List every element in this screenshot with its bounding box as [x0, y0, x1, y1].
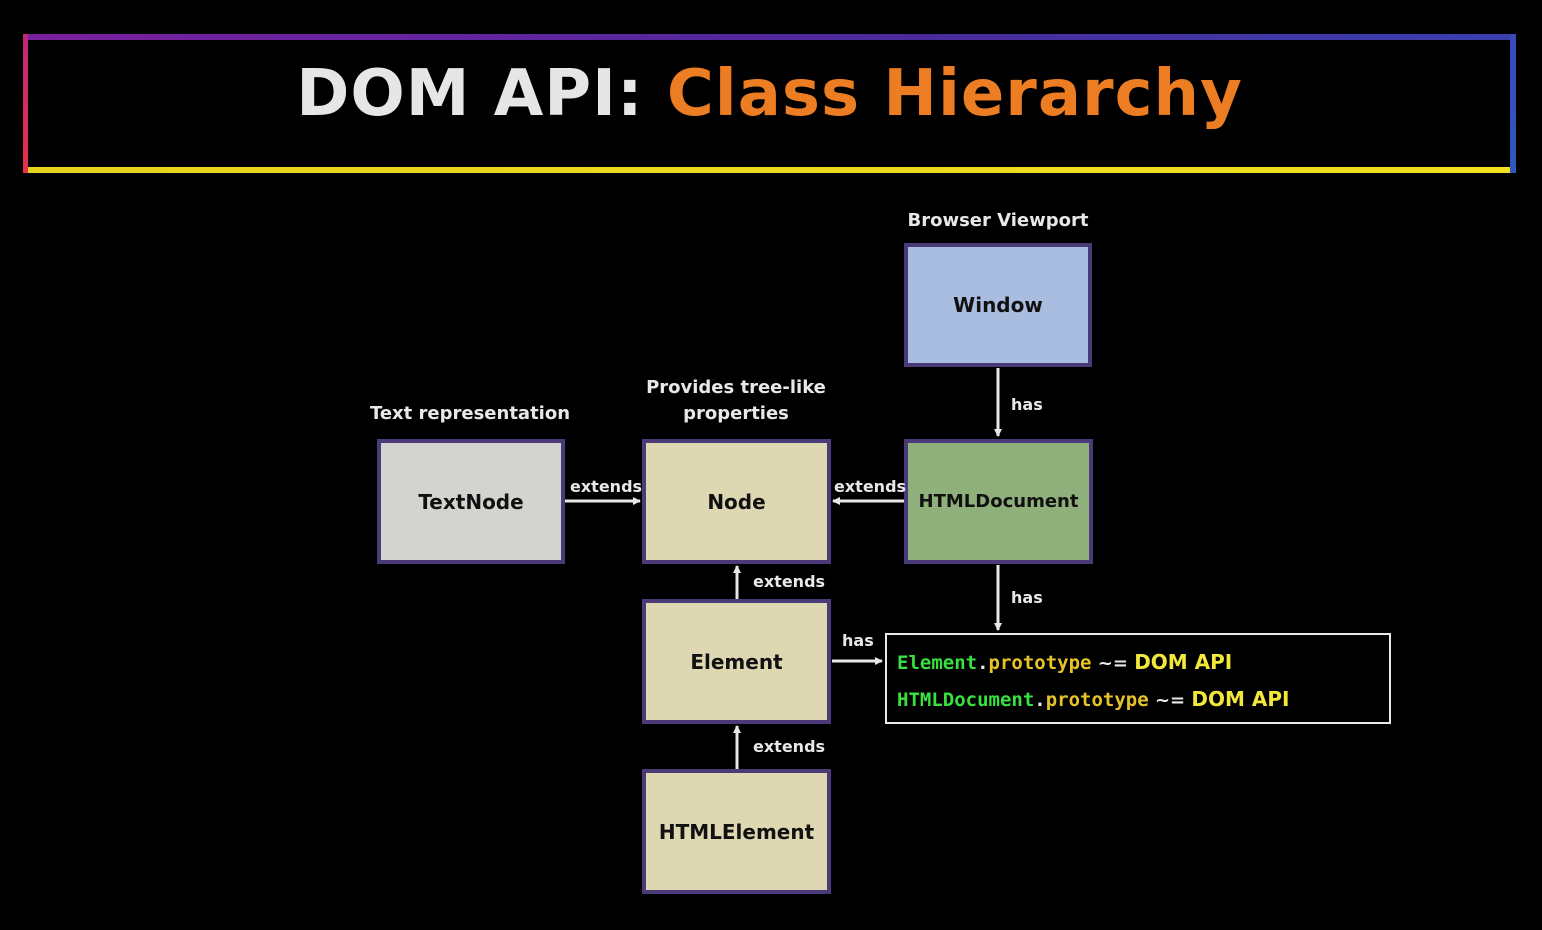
code-object-htmldocument: HTMLDocument: [897, 689, 1035, 711]
code-dot: .: [977, 652, 989, 674]
code-dot: .: [1034, 689, 1046, 711]
code-value-dom-api: DOM API: [1191, 687, 1290, 711]
textnode-box: TextNode: [377, 439, 565, 564]
textnode-caption: Text representation: [369, 403, 571, 424]
edge-label-textnode-node: extends: [570, 477, 643, 496]
edge-label-htmldocument-node: extends: [834, 477, 907, 496]
edge-label-window-htmldocument: has: [1011, 395, 1043, 414]
code-operator: ~=: [1148, 690, 1192, 711]
title-prefix: DOM API:: [296, 57, 644, 131]
code-prop-prototype: prototype: [988, 652, 1092, 674]
code-object-element: Element: [897, 652, 978, 674]
banner-right-border: [1510, 34, 1516, 173]
code-prop-prototype: prototype: [1045, 689, 1149, 711]
title-banner: DOM API: Class Hierarchy: [23, 34, 1516, 173]
node-caption-line2: properties: [683, 403, 789, 424]
edge-label-element-node: extends: [753, 572, 826, 591]
htmldocument-box: HTMLDocument: [904, 439, 1093, 564]
edge-label-element-codebox: has: [842, 631, 874, 650]
node-box-label: Node: [707, 489, 766, 514]
element-box: Element: [642, 599, 831, 724]
banner-top-border: [23, 34, 1516, 40]
dom-api-prototype-box: Element.prototype ~= DOM API HTMLDocumen…: [885, 633, 1391, 724]
window-box: Window: [904, 243, 1092, 367]
node-caption-line1: Provides tree-like: [646, 377, 826, 398]
htmlelement-box-label: HTMLElement: [658, 819, 815, 844]
banner-left-border: [23, 34, 28, 173]
htmldocument-box-label: HTMLDocument: [918, 491, 1079, 512]
element-box-label: Element: [690, 649, 783, 674]
code-value-dom-api: DOM API: [1134, 650, 1233, 674]
code-line-element: Element.prototype ~= DOM API: [897, 647, 1389, 684]
edge-label-htmldocument-codebox: has: [1011, 588, 1043, 607]
textnode-box-label: TextNode: [418, 489, 524, 514]
title-highlight: Class Hierarchy: [666, 57, 1243, 131]
slide-title: DOM API: Class Hierarchy: [23, 62, 1516, 126]
window-caption: Browser Viewport: [907, 210, 1089, 231]
code-line-htmldocument: HTMLDocument.prototype ~= DOM API: [897, 684, 1389, 721]
window-box-label: Window: [953, 293, 1043, 317]
edge-label-htmlelement-element: extends: [753, 737, 826, 756]
node-caption: Provides tree-like properties: [616, 375, 856, 427]
node-box: Node: [642, 439, 831, 564]
banner-bottom-border: [23, 167, 1516, 173]
code-operator: ~=: [1091, 653, 1135, 674]
htmlelement-box: HTMLElement: [642, 769, 831, 894]
